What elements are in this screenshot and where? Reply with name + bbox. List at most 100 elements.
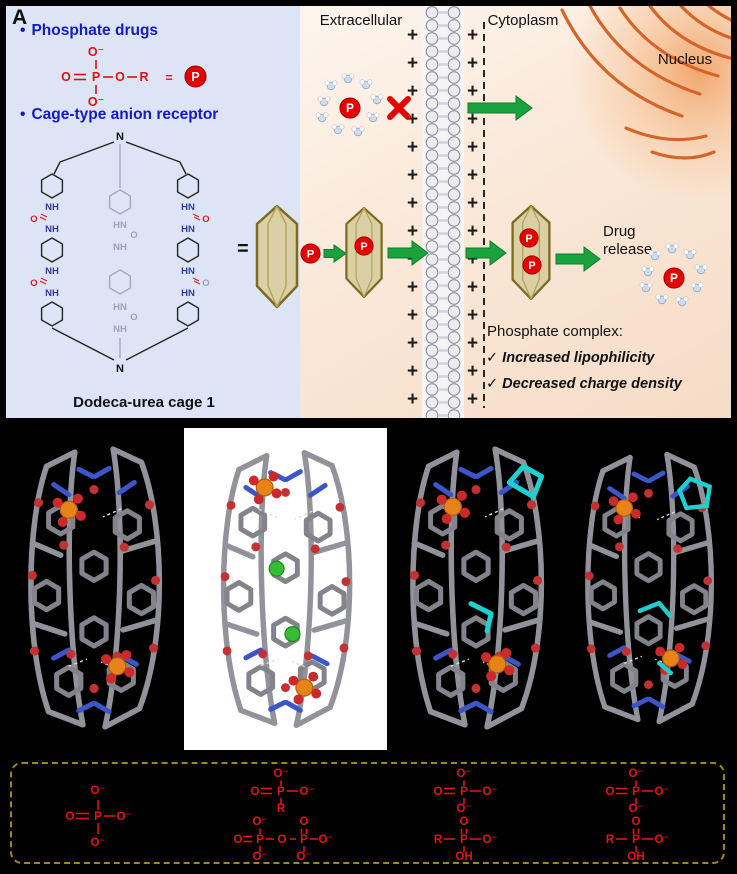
nucleus-label: Nucleus bbox=[658, 51, 712, 68]
anion-structure-hydrogen-phosphonate: O R P O⁻ OH bbox=[434, 816, 498, 861]
atom-label: O⁻ bbox=[483, 786, 498, 798]
nh-label: NH bbox=[45, 202, 59, 213]
atom-label: O⁻ bbox=[273, 768, 288, 780]
hn-label: HN bbox=[181, 202, 195, 213]
atom-label: R bbox=[434, 834, 443, 846]
atom-label: P bbox=[632, 786, 640, 798]
hn-label: HN bbox=[113, 302, 127, 313]
atom-label: O bbox=[250, 786, 259, 798]
atom-label: O bbox=[632, 816, 641, 828]
membrane-charges-left bbox=[400, 22, 420, 412]
cytoplasm-label: Cytoplasm bbox=[488, 12, 559, 29]
crystal-structure-2 bbox=[184, 428, 387, 750]
cage-phosphate-complex bbox=[345, 206, 383, 299]
chloride-ion bbox=[268, 560, 285, 577]
membrane-scheme-panel: + bbox=[300, 0, 737, 418]
guest-highlight bbox=[637, 476, 713, 676]
anion-structure-pyrophosphate: O⁻ O P O⁻ O O P O⁻ O⁻ bbox=[233, 816, 333, 861]
nh-label: NH bbox=[45, 266, 59, 277]
atom-label: OH bbox=[628, 851, 645, 861]
atom-label: R bbox=[139, 70, 148, 84]
atom-label: O bbox=[277, 834, 286, 846]
atom-label: O⁻ bbox=[655, 786, 670, 798]
o-label: O bbox=[130, 312, 137, 323]
equals-sign: = bbox=[165, 71, 172, 85]
cell-membrane bbox=[422, 6, 464, 418]
hn-label: HN bbox=[113, 220, 127, 231]
drug-release-label-line2: release bbox=[603, 241, 652, 258]
cage-receptor-heading: • Cage-type anion receptor bbox=[20, 106, 218, 124]
cage-number: 1 bbox=[206, 394, 215, 411]
atom-label: O⁻ bbox=[90, 837, 105, 849]
n-label: N bbox=[116, 363, 124, 375]
phosphate-drug-formula: O⁻ O P O R O⁻ = bbox=[61, 45, 207, 109]
bullet-icon: • bbox=[20, 106, 26, 123]
atom-label: O⁻ bbox=[296, 851, 311, 861]
atom-label: O⁻ bbox=[457, 768, 472, 780]
nh-label: NH bbox=[45, 288, 59, 299]
o-label: O bbox=[130, 230, 137, 241]
o-label: O bbox=[202, 278, 209, 289]
crystal-structure-1 bbox=[8, 424, 180, 752]
nh-label: NH bbox=[113, 242, 127, 253]
hn-label: HN bbox=[181, 224, 195, 235]
cage-receptor-label: Cage-type anion receptor bbox=[31, 106, 219, 123]
binding-arrow-icon bbox=[323, 244, 347, 263]
guest-highlight bbox=[468, 463, 545, 634]
atom-label: O bbox=[233, 834, 242, 846]
atom-label: O⁻ bbox=[252, 816, 267, 828]
cage-icon bbox=[255, 204, 299, 309]
transport-arrow-icon bbox=[467, 95, 533, 121]
o-label: O bbox=[202, 214, 209, 225]
receptor-legend-panel: A •Phosphate drugs O⁻ O P O R O⁻ bbox=[6, 6, 300, 418]
anion-group-4: O⁻ O P O⁻ O⁻ O R P O⁻ OH bbox=[597, 765, 677, 861]
lipophilicity-note: ✓ Increased lipophilicity bbox=[486, 350, 655, 366]
anion-group-3: O⁻ O P O⁻ O⁻ O R P O⁻ OH bbox=[425, 765, 505, 861]
anion-structure-phosphate: O⁻ O P O⁻ O⁻ bbox=[65, 785, 131, 849]
phosphate-drugs-heading: • Phosphate drugs bbox=[20, 22, 158, 40]
atom-label: O bbox=[299, 816, 308, 828]
o-label: O bbox=[30, 278, 37, 289]
atom-label: P bbox=[92, 70, 100, 84]
hn-label: HN bbox=[181, 266, 195, 277]
o-label: O bbox=[30, 214, 37, 225]
bullet-icon: • bbox=[20, 22, 26, 39]
atom-label: P bbox=[461, 786, 469, 798]
crystal-structure-4 bbox=[566, 424, 731, 752]
membrane-crossing-arrow-icon bbox=[387, 240, 429, 266]
atom-label: O bbox=[61, 70, 71, 84]
nh-label: NH bbox=[113, 324, 127, 335]
anion-group-1: O⁻ O P O⁻ O⁻ bbox=[58, 776, 138, 850]
cage-two-phosphate-complex bbox=[511, 204, 551, 301]
atom-label: P bbox=[461, 834, 469, 846]
anion-structure-phosphate: O⁻ O P O⁻ O⁻ bbox=[606, 768, 670, 813]
atom-label: O bbox=[460, 816, 469, 828]
panel-a-scheme: A •Phosphate drugs O⁻ O P O R O⁻ bbox=[6, 0, 737, 418]
atom-label: O bbox=[65, 811, 74, 823]
atom-label: P bbox=[94, 811, 102, 823]
anion-structure-phosphate: O⁻ O P O⁻ O⁻ bbox=[434, 768, 498, 813]
membrane-scene: + bbox=[300, 0, 737, 418]
membrane-charges-right bbox=[467, 22, 487, 412]
phosphate-drug-icon bbox=[184, 65, 207, 88]
phosphate-drugs-label: Phosphate drugs bbox=[31, 22, 159, 39]
atom-label: R bbox=[606, 834, 615, 846]
anion-structure-hydrogen-phosphonate: O R P O⁻ OH bbox=[606, 816, 670, 861]
atom-label: O⁻ bbox=[629, 803, 644, 813]
atom-label: R bbox=[276, 803, 285, 813]
chloride-ion bbox=[284, 626, 301, 643]
equals-sign: = bbox=[237, 238, 249, 260]
atom-label: O⁻ bbox=[483, 834, 498, 846]
phosphate-drug-icon bbox=[300, 243, 321, 264]
atom-label: O⁻ bbox=[629, 768, 644, 780]
release-arrow-icon bbox=[555, 246, 601, 272]
atom-label: OH bbox=[456, 851, 473, 861]
cage-caption: Dodeca-urea cage 1 bbox=[6, 394, 282, 411]
nucleus-illustration bbox=[560, 0, 737, 200]
cage-caption-text: Dodeca-urea cage bbox=[73, 394, 203, 411]
anion-scope-box: O⁻ O P O⁻ O⁻ O⁻ O P O⁻ R bbox=[10, 762, 725, 864]
atom-label: O bbox=[606, 786, 615, 798]
exit-arrow-icon bbox=[465, 240, 507, 266]
atom-label: O⁻ bbox=[88, 45, 104, 59]
